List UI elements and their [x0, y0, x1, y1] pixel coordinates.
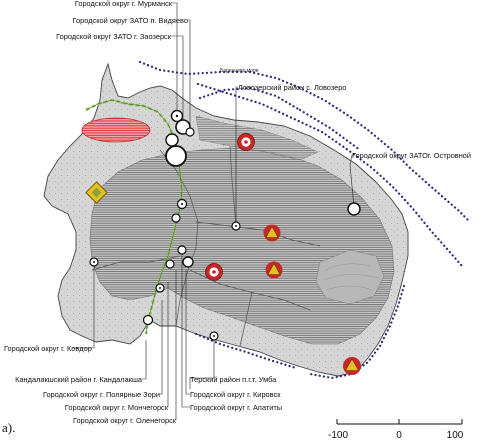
panel-label: а). — [2, 420, 15, 435]
red-ring-site-icon — [237, 133, 255, 151]
dotted-boundaries — [138, 60, 472, 380]
label-kandalaksha: Кандалакшский район г. Кандалакша — [15, 375, 143, 384]
label-lovozero: Ловозерский район с. Ловозеро — [238, 83, 346, 92]
scale-bar: -100 0 100 — [328, 419, 464, 441]
label-kovdor: Городской округ г. Ковдор — [4, 344, 92, 353]
red-ring-site-icon — [205, 263, 223, 281]
sea-label: Баренцево море — [220, 68, 259, 74]
massif-texture — [315, 249, 385, 305]
label-olenegorsk: Городской округ г. Оленегорск — [73, 416, 177, 425]
massif-contours — [323, 263, 379, 291]
town-circle-icon — [171, 213, 181, 223]
label-umba: Терский район п.г.т. Умба — [190, 375, 277, 384]
leader-lines — [72, 2, 355, 420]
town-circle-icon — [185, 127, 195, 137]
hazard-triangle-icon — [343, 357, 361, 375]
diamond-site-icon — [85, 181, 108, 204]
hazard-triangle-icon — [265, 261, 283, 279]
town-circle-icon — [165, 259, 175, 269]
town-circle-icon — [182, 256, 194, 268]
label-apatity: Городской округ г. Апатиты — [190, 403, 282, 412]
label-polyarnye-zori: Городской округ г. Полярные Зори — [43, 390, 160, 399]
municipality-labels: Городской округ г. Мурманск Городской ок… — [4, 0, 471, 425]
label-murmansk: Городской округ г. Мурманск — [75, 0, 173, 8]
town-markers — [89, 109, 361, 341]
scale-label-right: 100 — [447, 430, 464, 441]
label-vidyaevo: Городской округ ЗАТО п. Видяево — [73, 16, 188, 25]
town-circle-icon — [142, 314, 154, 326]
town-circle-icon — [177, 245, 187, 255]
red-ring-sites — [205, 133, 255, 281]
hatched-zone-north — [195, 115, 319, 161]
town-circle-icon — [165, 145, 187, 167]
town-circle-icon — [165, 133, 179, 147]
label-monchegorsk: Городской округ г. Мончегорск — [65, 403, 169, 412]
label-ostrovnoy: Городской округ ЗАТОг. Островной — [352, 151, 471, 160]
scale-label-left: -100 — [328, 430, 348, 441]
label-kirovsk: Городской округ г. Кировск — [190, 390, 281, 399]
scale-label-zero: 0 — [396, 430, 402, 441]
town-circle-icon — [347, 202, 361, 216]
hazard-triangle-icon — [263, 224, 281, 242]
red-zone-northwest — [81, 117, 151, 143]
triangle-sites — [263, 224, 361, 375]
label-zaozersk: Городской округ ЗАТО г. Заозерск — [56, 32, 172, 41]
